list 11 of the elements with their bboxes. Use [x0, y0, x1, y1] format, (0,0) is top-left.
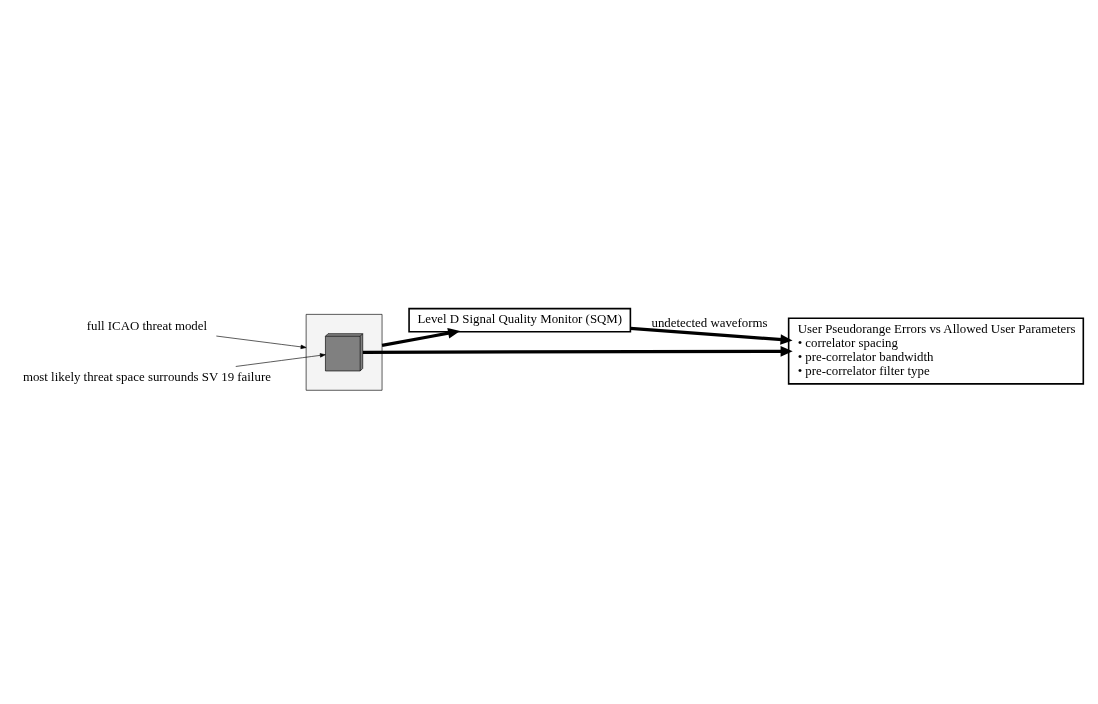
arrow: [630, 326, 793, 345]
node-text: most likely threat space surrounds SV 19 failure: [22, 370, 271, 385]
arrow: [216, 335, 307, 349]
node-box: Level D Signal Quality Monitor (SQM): [408, 307, 632, 333]
arrow: [381, 328, 461, 348]
node-box: User Pseudorange Errors vs Allowed User Parameters • correlator spacing • pre-correlator bandwidth • pre-correlator filter type: [787, 317, 1085, 385]
node-text: full ICAO threat model: [86, 319, 208, 334]
arrow: [362, 346, 793, 357]
edge-label: undetected waveforms: [651, 315, 768, 330]
arrow: [235, 353, 326, 367]
cluster: [305, 314, 383, 391]
